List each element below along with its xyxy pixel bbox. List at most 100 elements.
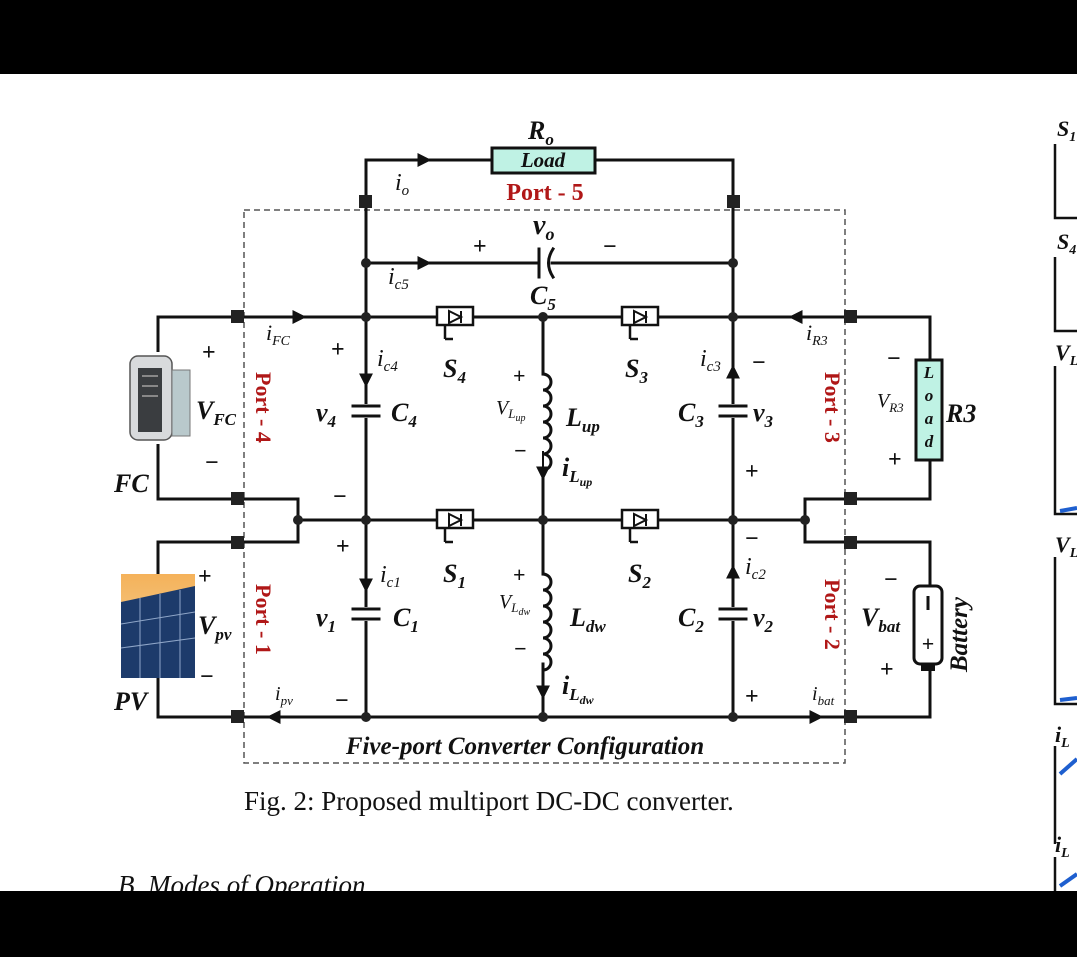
current-arrows [266, 153, 824, 724]
svg-text:+: + [745, 459, 759, 485]
r3-plus: + [888, 447, 902, 473]
wave-label-vl-2: VL [1055, 532, 1077, 561]
wave-label-s1: S1 [1057, 116, 1076, 145]
ro-label: Ro [527, 116, 554, 149]
svg-text:+: + [922, 631, 935, 656]
side-waveform-panel: S1 S4 VL VL iL iL [1053, 116, 1077, 891]
svg-text:d: d [925, 432, 934, 451]
c3-label: C3 [678, 398, 704, 431]
vbat-label: Vbat [861, 603, 901, 636]
svg-text:−: − [752, 350, 766, 376]
wave-label-s4: S4 [1057, 229, 1076, 258]
s2-label: S2 [628, 559, 651, 592]
port-terminals [231, 195, 857, 723]
port-3-label: Port - 3 [820, 372, 845, 443]
ibat-label: ibat [812, 683, 835, 708]
ic4-label: ic4 [377, 346, 398, 375]
vldw-label: VLdw [499, 591, 530, 618]
c5-plus: + [473, 234, 487, 260]
fuel-cell-image [124, 352, 194, 444]
ildw-label: iLdw [562, 671, 595, 707]
converter-schematic: Load Ro Port - 5 vo C5 + − [113, 116, 1077, 891]
pv-minus: − [200, 664, 214, 690]
svg-text:−: − [514, 636, 527, 661]
r3-label: R3 [945, 399, 976, 428]
ipv-label: ipv [275, 683, 293, 708]
ir3-label: iR3 [806, 320, 828, 349]
svg-text:−: − [333, 484, 347, 510]
battery-icon: + [912, 584, 944, 671]
ic3-label: ic3 [700, 346, 721, 375]
fc-plus: + [202, 340, 216, 366]
svg-text:−: − [514, 438, 527, 463]
converter-boundary [243, 209, 846, 764]
svg-text:−: − [335, 688, 349, 714]
bat-minus: − [884, 567, 898, 593]
port-4-label: Port - 4 [251, 372, 276, 443]
capacitor-c2: C2 v2 − + [678, 526, 774, 710]
vr3-label: VR3 [877, 390, 904, 415]
switch-labels: S4 S3 S1 S2 [443, 354, 651, 592]
wave-label-il-2: iL [1055, 832, 1070, 861]
switch-s2 [620, 508, 660, 544]
vfc-label: VFC [196, 396, 237, 429]
svg-text:+: + [513, 363, 526, 388]
wave-label-il-1: iL [1055, 722, 1070, 751]
battery-label: Battery [946, 596, 973, 673]
section-heading: B. Modes of Operation [118, 870, 366, 891]
pv-label: PV [113, 687, 150, 716]
inductor-lup: Lup VLup iLup + − [496, 363, 600, 489]
junction-dots [293, 258, 810, 722]
vlup-label: VLup [496, 397, 525, 424]
fc-label: FC [113, 469, 149, 498]
current-labels: io ic5 iFC iR3 ic4 ic3 ic1 ic2 ipv ibat [266, 170, 835, 708]
ilup-label: iLup [562, 453, 592, 489]
switch-s3 [620, 305, 660, 341]
lup-label: Lup [565, 403, 600, 436]
top-load-label: Load [520, 148, 566, 172]
top-load-resistor: Load Ro Port - 5 [490, 116, 597, 206]
c5-minus: − [603, 234, 617, 260]
port-5-label: Port - 5 [506, 180, 583, 206]
svg-text:L: L [923, 363, 934, 382]
figure-caption: Fig. 2: Proposed multiport DC-DC convert… [244, 786, 734, 816]
v3-label: v3 [753, 398, 774, 431]
capacitor-c3: C3 v3 − + [678, 350, 774, 485]
switch-s4 [435, 305, 475, 341]
ldw-label: Ldw [569, 603, 606, 636]
port-2-label: Port - 2 [820, 579, 845, 650]
c5-label: C5 [530, 281, 556, 314]
ic2-label: ic2 [745, 554, 766, 583]
inductor-ldw: Ldw VLdw iLdw + − [499, 562, 606, 707]
document-page: Load Ro Port - 5 vo C5 + − [0, 74, 1077, 891]
bat-plus: + [880, 657, 894, 683]
capacitor-c5: vo C5 + − [473, 210, 617, 314]
fc-minus: − [205, 450, 219, 476]
ifc-label: iFC [266, 320, 291, 349]
switch-s1 [435, 508, 475, 544]
vo-label: vo [533, 210, 554, 244]
ic1-label: ic1 [380, 562, 401, 591]
right-load-resistor: L o a d [914, 358, 944, 462]
r3-minus: − [887, 346, 901, 372]
svg-text:o: o [925, 386, 934, 405]
s1-label: S1 [443, 559, 466, 592]
s4-label: S4 [443, 354, 466, 387]
ic5-label: ic5 [388, 264, 409, 293]
svg-text:+: + [513, 562, 526, 587]
svg-text:+: + [331, 337, 345, 363]
v2-label: v2 [753, 603, 774, 636]
capacitor-c1: v1 C1 + − [316, 534, 419, 714]
svg-text:a: a [925, 409, 934, 428]
c1-label: C1 [393, 603, 419, 636]
v4-label: v4 [316, 398, 336, 431]
c4-label: C4 [391, 398, 417, 431]
pv-plus: + [198, 564, 212, 590]
io-label: io [395, 170, 410, 199]
svg-text:+: + [336, 534, 350, 560]
c2-label: C2 [678, 603, 704, 636]
wave-label-vl-1: VL [1055, 340, 1077, 369]
pv-panel-image [120, 574, 196, 678]
capacitor-c4: v4 C4 + − [316, 337, 417, 510]
svg-text:+: + [745, 684, 759, 710]
